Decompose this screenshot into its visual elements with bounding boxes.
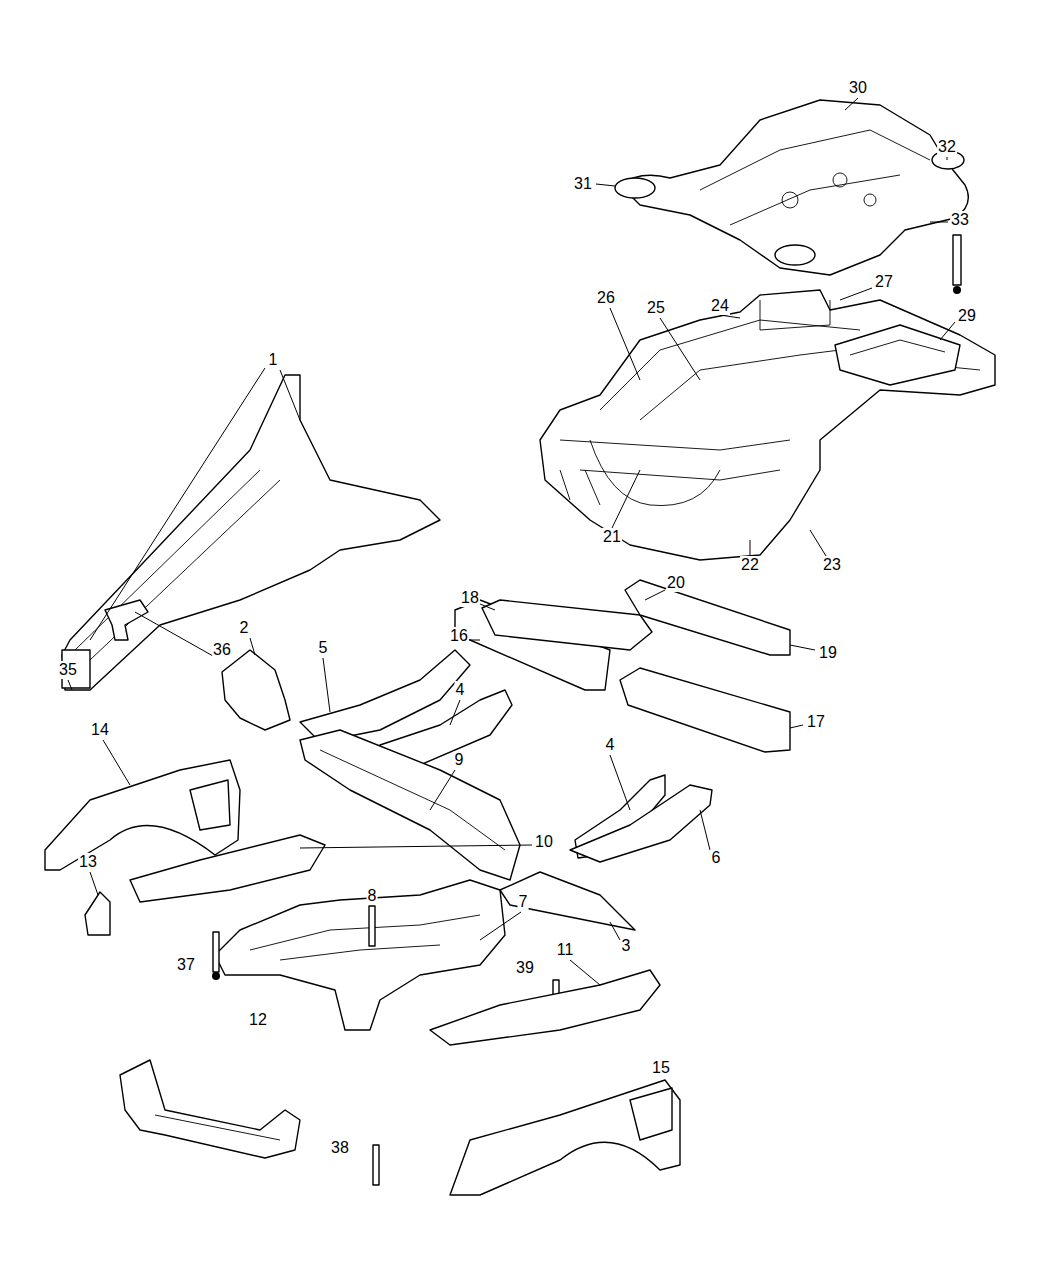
bracket <box>500 872 635 930</box>
callout-number: 19 <box>818 644 838 662</box>
wheelhouse <box>570 785 712 862</box>
fender-apron <box>45 760 240 870</box>
crossmember <box>620 668 790 752</box>
callout-number: 4 <box>605 736 616 754</box>
callout-number: 21 <box>602 528 622 546</box>
callout-number: 17 <box>806 713 826 731</box>
callout-number: 2 <box>239 619 250 637</box>
callout-number: 15 <box>651 1059 671 1077</box>
callout-number: 22 <box>740 556 760 574</box>
callout-number: 1 <box>268 351 279 369</box>
callout-number: 24 <box>710 297 730 315</box>
leader-lines <box>68 98 955 985</box>
radiator-support <box>120 1060 300 1158</box>
callout-number: 25 <box>646 299 666 317</box>
callout-number: 12 <box>248 1011 268 1029</box>
callout-number: 13 <box>78 853 98 871</box>
callout-number: 35 <box>58 661 78 679</box>
crossmember <box>625 580 790 655</box>
front-cradle <box>215 880 505 1030</box>
callout-number: 5 <box>318 639 329 657</box>
callout-number: 6 <box>711 849 722 867</box>
floor-panel <box>835 325 960 385</box>
callout-number: 38 <box>330 1139 350 1157</box>
rear-cradle <box>615 100 968 275</box>
frame-rail <box>130 835 325 902</box>
fender-apron <box>450 1080 680 1195</box>
callout-number: 23 <box>822 556 842 574</box>
callout-number: 11 <box>556 941 575 959</box>
crossmember <box>482 600 652 650</box>
side-rail <box>62 375 440 690</box>
callout-number: 30 <box>848 79 868 97</box>
callout-number: 9 <box>454 751 465 769</box>
callout-number: 39 <box>515 959 535 977</box>
callout-number: 8 <box>367 887 378 905</box>
bracket <box>85 892 110 935</box>
callout-number: 4 <box>455 681 466 699</box>
callout-number: 33 <box>950 211 970 229</box>
callout-number: 16 <box>449 627 469 645</box>
callout-number: 29 <box>957 307 977 325</box>
callout-number: 32 <box>937 138 957 156</box>
callout-number: 7 <box>518 893 529 911</box>
front-crossmember <box>300 730 520 880</box>
callout-number: 10 <box>534 833 554 851</box>
callout-number: 18 <box>460 589 480 607</box>
frame-rail <box>430 970 660 1045</box>
callout-number: 3 <box>621 937 632 955</box>
callout-number: 37 <box>176 956 196 974</box>
callout-number: 36 <box>212 641 232 659</box>
rear-floor-pan <box>540 290 995 560</box>
callout-number: 31 <box>573 175 593 193</box>
callout-number: 27 <box>874 273 894 291</box>
callout-number: 20 <box>666 574 686 592</box>
bolt <box>953 235 961 294</box>
bracket <box>222 650 290 730</box>
callout-number: 26 <box>596 289 616 307</box>
callout-number: 14 <box>90 721 110 739</box>
